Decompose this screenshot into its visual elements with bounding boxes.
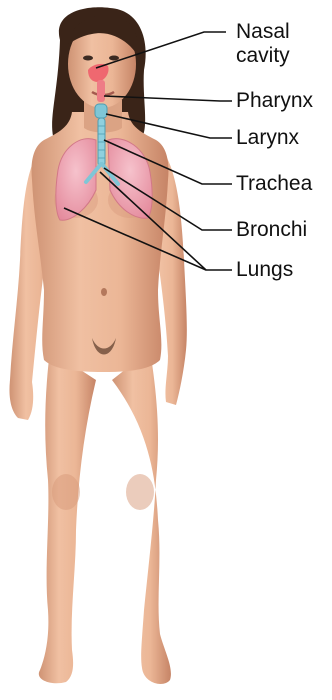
eye-right — [109, 56, 119, 61]
eye-left — [83, 56, 93, 61]
pharynx-shape — [97, 80, 105, 102]
knee-left — [52, 474, 80, 510]
label-larynx: Larynx — [236, 126, 299, 150]
navel — [101, 288, 107, 296]
right-leg — [112, 350, 171, 684]
knee-right — [126, 474, 154, 510]
label-pharynx: Pharynx — [236, 89, 313, 113]
label-bronchi: Bronchi — [236, 218, 307, 242]
label-lungs: Lungs — [236, 258, 293, 282]
left-leg — [39, 350, 96, 683]
label-trachea: Trachea — [236, 172, 312, 196]
larynx-shape — [95, 104, 107, 118]
label-nasal-cavity: Nasal cavity — [236, 20, 326, 68]
